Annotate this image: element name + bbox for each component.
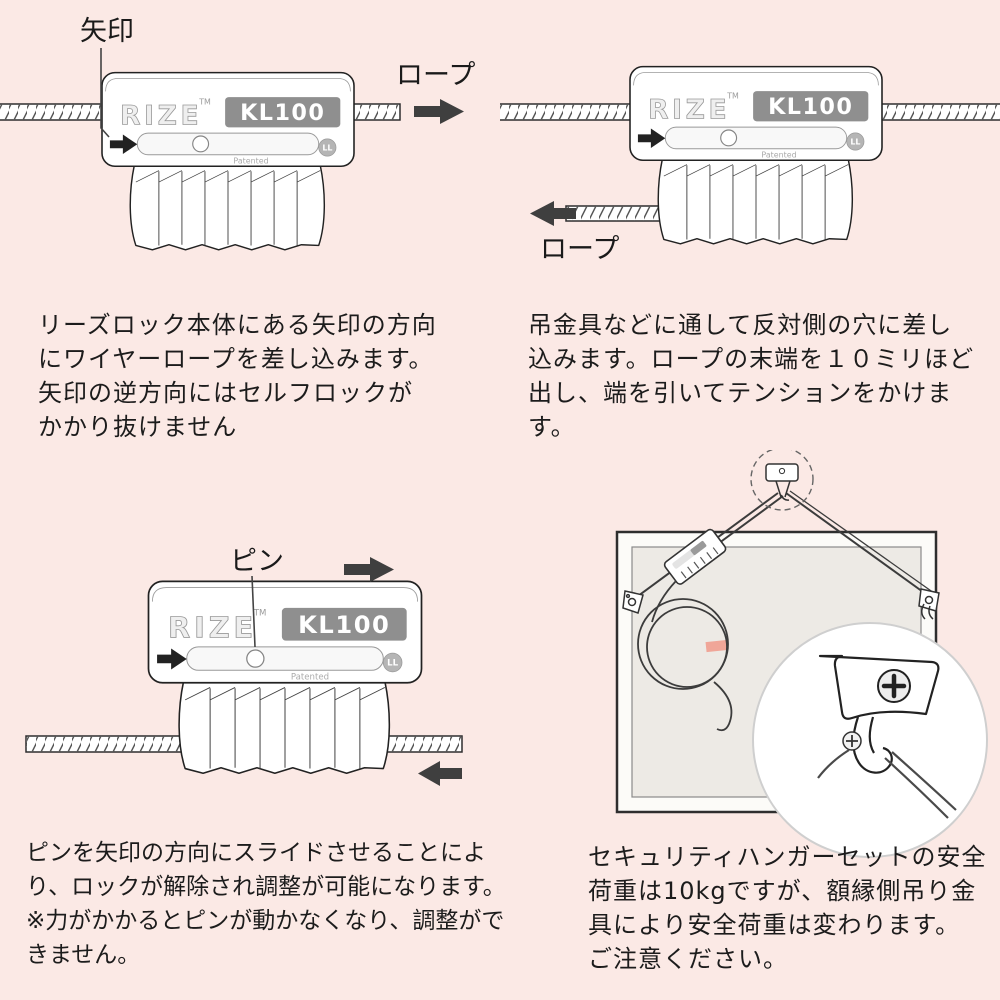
tension-illustration: ロープ <box>500 65 1000 265</box>
hook-plate-magnified <box>818 654 940 720</box>
rope-label: ロープ <box>540 234 619 265</box>
dashed-highlight-circle <box>750 450 814 511</box>
direction-arrow-right <box>344 557 394 582</box>
rope-label: ロープ <box>396 60 475 91</box>
hanger-bracket-left <box>622 590 644 614</box>
arrow-leader-line <box>100 48 110 138</box>
caption: ピンを矢印の方向にスライドさせることによ り、ロックが解除され調整が可能になりま… <box>26 840 506 968</box>
direction-arrow-right <box>414 99 464 124</box>
pin-release-illustration: ピン <box>25 546 463 786</box>
wire-coil <box>637 580 733 732</box>
wire-rope-end <box>565 205 671 222</box>
hanger-bracket-right <box>918 588 940 620</box>
arrow-label: 矢印 <box>80 16 134 47</box>
panel-tension: ロープ 吊金具などに通して反対側の穴に差し 込みます。ロープの末端を１０ミリほど… <box>500 0 1000 500</box>
direction-arrow-left <box>418 761 462 786</box>
small-screw <box>842 731 862 751</box>
insert-rope-illustration: 矢印 ロープ <box>0 16 475 251</box>
phillips-screw <box>877 669 911 703</box>
direction-arrow-left <box>530 201 576 226</box>
frame-illustration <box>615 450 988 858</box>
wire-ends <box>817 749 957 819</box>
caption: リーズロック本体にある矢印の方向 にワイヤーロープを差し込みます。 矢印の逆方向… <box>38 311 437 441</box>
magnified-detail <box>752 622 988 858</box>
lock-on-wire <box>663 528 727 585</box>
caption: セキュリティハンガーセットの安全 荷重は10kgですが、額縁側吊り金 具により安… <box>588 843 987 973</box>
pin-label: ピン <box>230 546 284 577</box>
wall-hook <box>765 463 799 501</box>
tag <box>705 639 729 653</box>
caption: 吊金具などに通して反対側の穴に差し 込みます。ロープの末端を１０ミリほど 出し、… <box>528 311 975 441</box>
panel-pin-release: ピン ピンを矢印の方向にスライドさせることによ り、ロックが解除され調整が可能に… <box>0 500 506 1000</box>
panel-insert-rope: 矢印 ロープ リーズロック本体にある矢印の方向 にワイヤーロープを差し込みます。… <box>0 0 500 500</box>
panel-frame-example: セキュリティハンガーセットの安全 荷重は10kgですが、額縁側吊り金 具により安… <box>500 450 1000 1000</box>
pin-leader-line <box>251 575 256 648</box>
